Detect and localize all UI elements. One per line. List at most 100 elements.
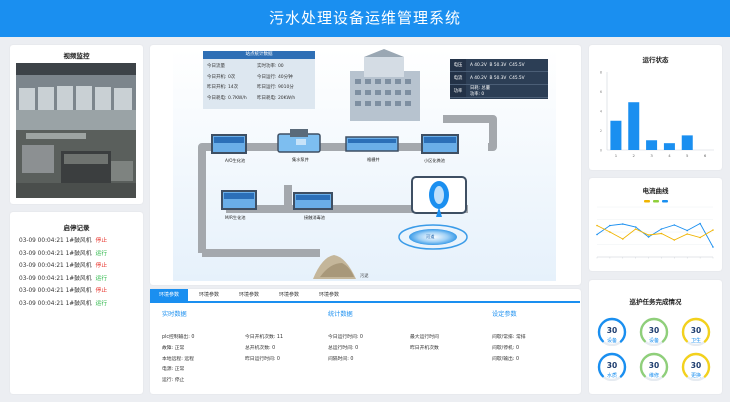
legend-swatch [653, 200, 659, 203]
record-device: 1#鼓风机 [65, 288, 92, 295]
env-tabs: 环境参数 环境参数 环境参数 环境参数 环境参数 [150, 289, 580, 303]
gauge-ring [597, 352, 627, 381]
label-sludge: 污泥 [360, 273, 369, 278]
gauge-arc [681, 352, 711, 381]
stats-row: 今日开机: 0次今日运行: 40分钟 [207, 73, 311, 84]
residential-building [350, 49, 420, 121]
records-title: 启停记录 [63, 224, 90, 232]
record-status: 停止 [95, 288, 108, 295]
env-value: 本地远程: 远程 [162, 356, 194, 362]
series-line [596, 225, 714, 241]
bar [681, 135, 693, 150]
clarifier-tank[interactable] [421, 134, 459, 154]
x-tick-label: 2 [633, 153, 636, 158]
mr-tank[interactable] [221, 190, 257, 210]
record-time: 03-09 00:04:21 [19, 238, 66, 244]
stats-row: 今日流量实时功率: 00 [207, 62, 311, 73]
electric-row: 功率日耗: 总量 功率: 0 [450, 85, 548, 98]
series-point [699, 236, 701, 239]
env-tab[interactable]: 环境参数 [318, 292, 339, 298]
y-tick-label: 6 [600, 90, 602, 94]
gauge-ring [681, 352, 711, 381]
collect-pump[interactable] [277, 129, 321, 153]
label-ao: A/O生化池 [225, 158, 246, 163]
legend-swatch [662, 200, 668, 203]
stats-cell: 今日流量 [207, 64, 225, 69]
tasks-title: 巡护任务完成情况 [629, 298, 682, 306]
electric-label: 功率 [450, 85, 466, 97]
electric-label: 电压 [450, 59, 466, 71]
river[interactable] [398, 224, 468, 250]
grid-well[interactable] [345, 136, 399, 152]
gauge-value: 30 [606, 326, 618, 335]
env-tab[interactable]: 环境参数 [238, 292, 259, 298]
gauge-value: 30 [648, 361, 660, 370]
record-row: 03-09 00:04:21 1#鼓风机停止 [10, 285, 143, 298]
label-mr: M/R生化池 [225, 215, 246, 220]
env-tab[interactable]: 环境参数 [150, 289, 188, 301]
label-river: 河道 [426, 234, 435, 239]
env-value: 总开机次数: 0 [245, 345, 276, 351]
label-grid: 格栅井 [367, 157, 380, 162]
gauge-arc [639, 352, 669, 381]
record-device: 1#鼓风机 [65, 300, 92, 307]
series-point [634, 226, 637, 228]
gauge-label: 维修 [648, 373, 659, 379]
outlet[interactable] [411, 176, 467, 217]
env-tab[interactable]: 环境参数 [278, 292, 299, 298]
gauge-ring [639, 317, 669, 346]
current-chart-panel: 电流曲线 [589, 178, 722, 271]
series-point [621, 223, 624, 225]
gauge-value: 30 [690, 326, 702, 335]
task-gauge: 30 维修 [637, 351, 671, 383]
series-point [660, 232, 663, 235]
record-device: 1#鼓风机 [65, 263, 92, 270]
gauge-label: 水质 [606, 373, 617, 379]
stats-row: 昨日开机: 14次昨日运行: 9010分 [207, 83, 311, 94]
series-point [621, 238, 624, 240]
env-value: 电源: 正常 [162, 367, 185, 373]
record-time: 03-09 00:04:21 [19, 300, 66, 307]
stats-title: 站点统计数据 [203, 51, 315, 59]
env-value: 间隔时间: 0 [328, 356, 354, 362]
series-point [712, 229, 714, 231]
x-tick-label: 3 [650, 153, 653, 158]
gauge-ring [681, 317, 711, 346]
video-feed[interactable] [16, 63, 136, 198]
current-line-chart [596, 200, 714, 259]
env-value: 最大运行时间 [410, 335, 439, 340]
series-point [699, 222, 701, 225]
stats-cell: 昨日运行: 9010分 [257, 85, 294, 90]
gauge-arc [597, 352, 627, 381]
gauge-arc [639, 317, 669, 346]
record-device: 1#鼓风机 [65, 238, 92, 244]
y-tick-label: 2 [600, 129, 602, 133]
series-point [609, 224, 611, 227]
disinfect-tank[interactable] [293, 192, 333, 210]
env-value: 间歇/常排: 常排 [492, 335, 526, 340]
env-value: 总运行时间: 0 [328, 345, 359, 351]
env-tab[interactable]: 环境参数 [198, 292, 219, 298]
ao-tank[interactable] [211, 134, 247, 154]
series-point [712, 246, 714, 248]
series-point [609, 231, 611, 233]
series-point [634, 228, 637, 230]
env-value: 间歇/输出: 0 [492, 356, 519, 362]
env-value: 昨日运行时间: 0 [245, 356, 280, 362]
stats-cell: 今日运行: 40分钟 [257, 74, 293, 80]
label-disinfect: 接触消毒池 [304, 215, 325, 220]
gauge-label: 卫生 [690, 338, 701, 344]
sludge-pile[interactable] [313, 255, 356, 279]
bar [628, 102, 640, 150]
env-value: 今日开机次数: 11 [245, 335, 284, 340]
x-tick-label: 1 [615, 153, 618, 158]
gauge-arc [681, 317, 711, 346]
